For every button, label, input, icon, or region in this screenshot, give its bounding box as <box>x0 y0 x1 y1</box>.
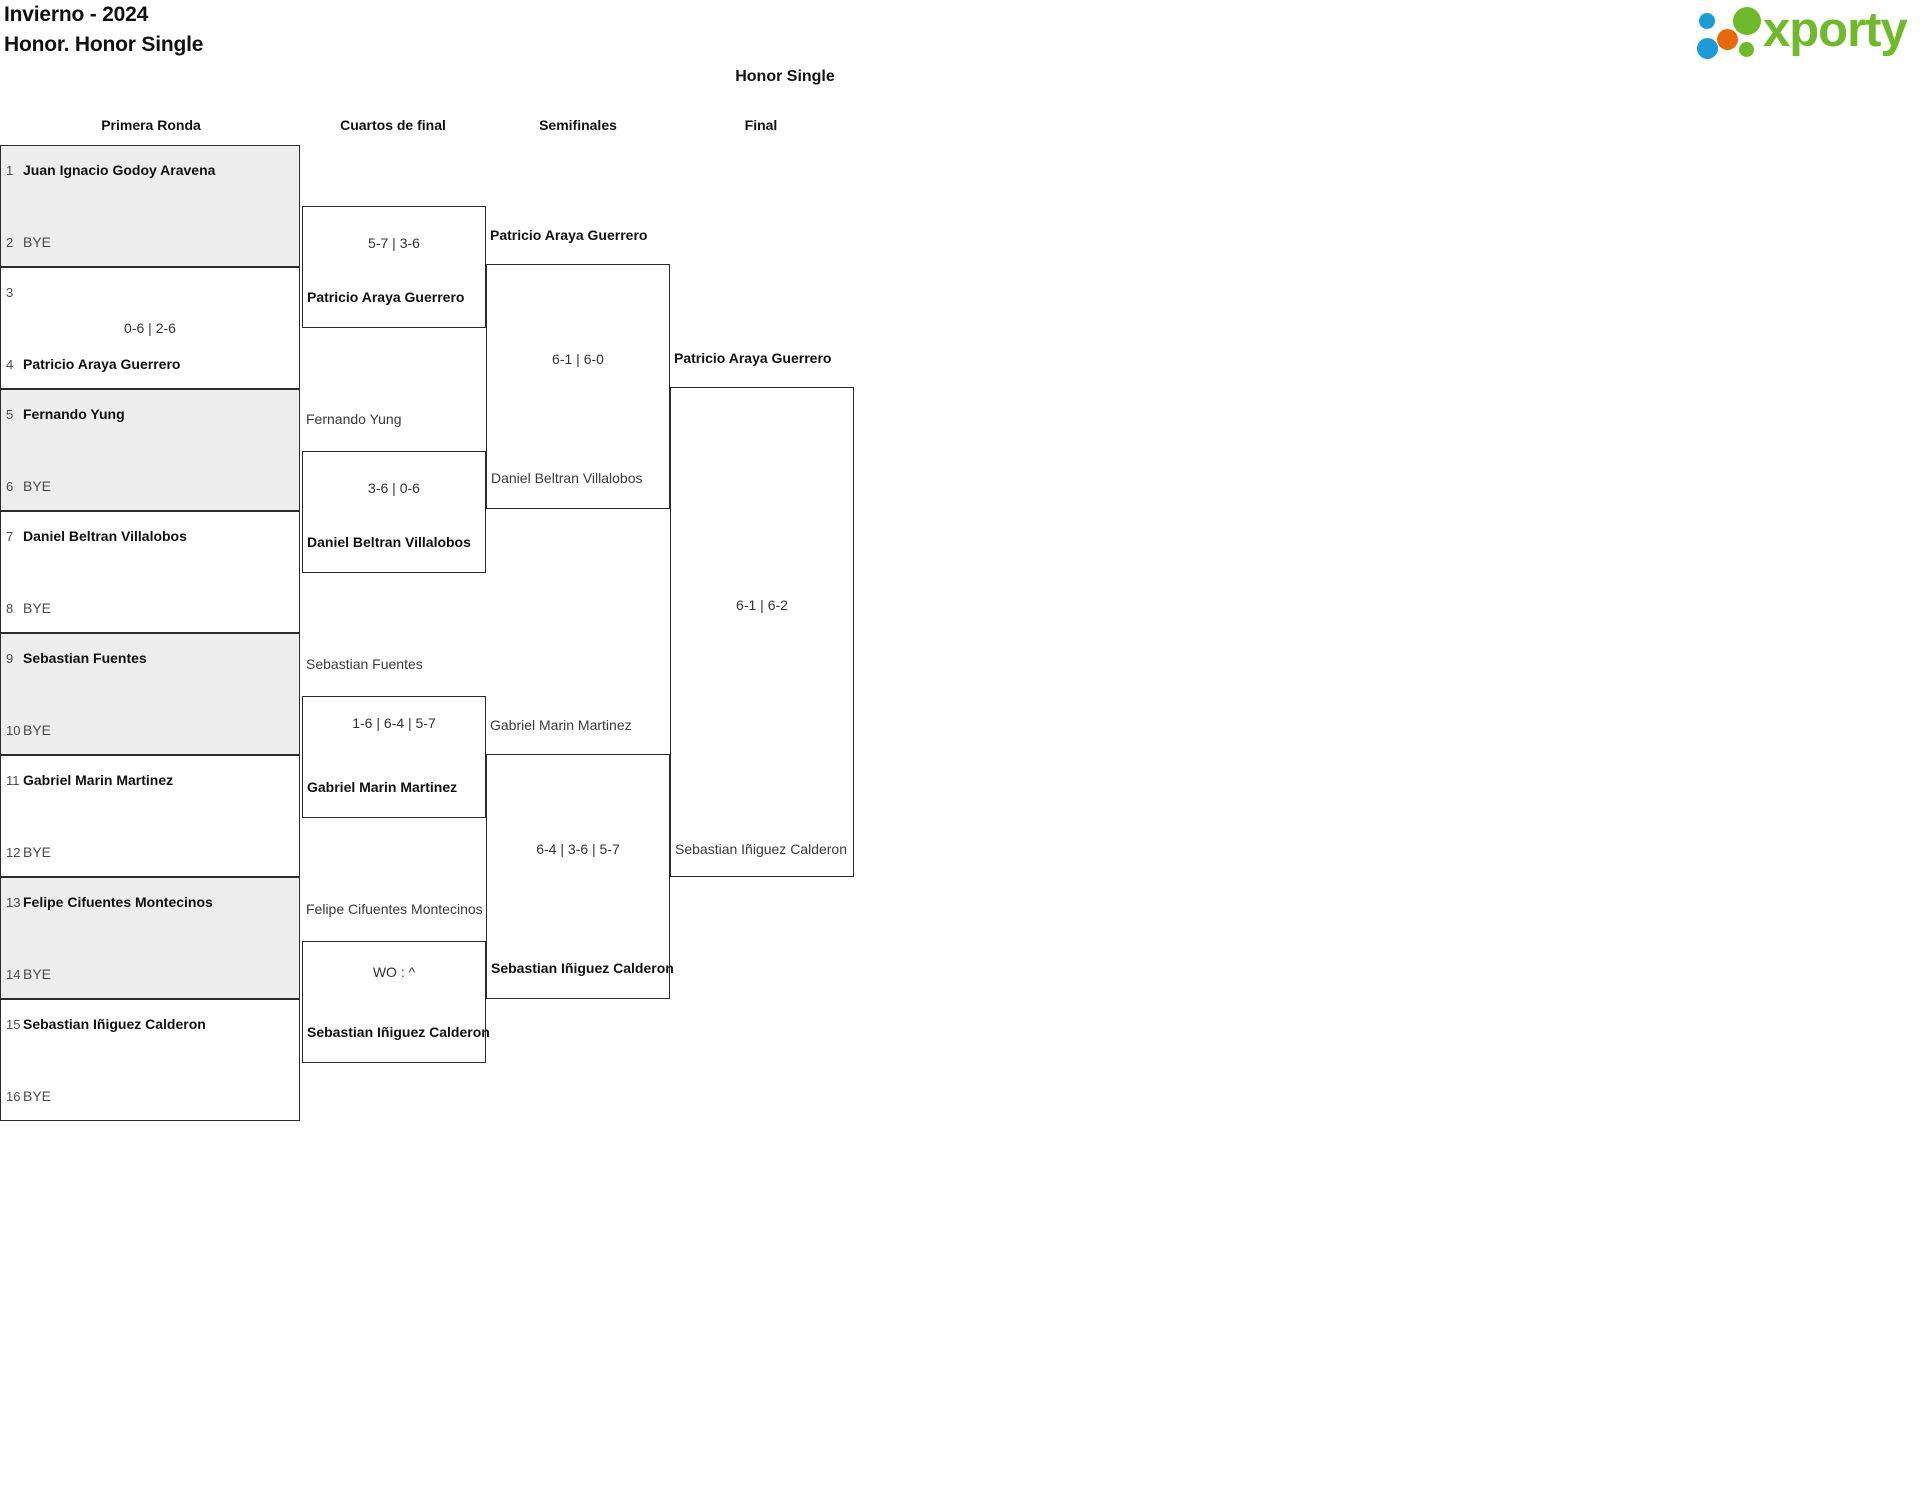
round-header-primera-ronda: Primera Ronda <box>101 117 201 133</box>
seed-number: 9 <box>6 650 14 666</box>
sf-winner: Sebastian Iñiguez Calderon <box>491 960 674 976</box>
logo-dot-blue-small <box>1699 13 1715 29</box>
r1-match-6[interactable]: 11 Gabriel Marin Martinez 12 BYE <box>0 755 300 877</box>
qf-match-2[interactable]: 3-6 | 0-6 Daniel Beltran Villalobos <box>302 451 486 573</box>
logo-dot-blue-large <box>1697 38 1718 59</box>
page-title: Invierno - 2024 Honor. Honor Single <box>4 0 203 60</box>
player-name: Sebastian Fuentes <box>23 650 147 666</box>
xporty-logo: xporty <box>1697 3 1912 59</box>
qf-score: WO : ^ <box>372 964 416 980</box>
qf-winner: Daniel Beltran Villalobos <box>307 534 471 550</box>
r1-match-4[interactable]: 7 Daniel Beltran Villalobos 8 BYE <box>0 511 300 633</box>
seed-number: 8 <box>6 600 14 616</box>
player-name: BYE <box>23 966 52 982</box>
qf-match-3[interactable]: 1-6 | 6-4 | 5-7 Gabriel Marin Martinez <box>302 696 486 818</box>
sf-loser: Daniel Beltran Villalobos <box>491 470 643 486</box>
tournament-season: Invierno - 2024 <box>4 3 149 26</box>
r1-slot-seed-3[interactable]: 3 <box>1 281 299 303</box>
player-name: Patricio Araya Guerrero <box>23 356 181 372</box>
r1-slot-seed-15[interactable]: 15 Sebastian Iñiguez Calderon <box>1 1013 299 1035</box>
r1-score: 0-6 | 2-6 <box>124 320 176 336</box>
sf-score: 6-4 | 3-6 | 5-7 <box>536 841 620 857</box>
seed-number: 4 <box>6 356 14 372</box>
seed-number: 13 <box>6 894 21 910</box>
player-name: BYE <box>23 1088 52 1104</box>
seed-number: 6 <box>6 478 14 494</box>
sf-match-1[interactable]: 6-1 | 6-0 Daniel Beltran Villalobos <box>486 264 670 509</box>
player-name: Daniel Beltran Villalobos <box>23 528 187 544</box>
seed-number: 1 <box>6 162 14 178</box>
logo-wordmark: xporty <box>1763 3 1908 57</box>
r1-slot-seed-12[interactable]: 12 BYE <box>1 841 299 863</box>
qf-winner: Patricio Araya Guerrero <box>307 289 465 305</box>
r1-slot-seed-1[interactable]: 1 Juan Ignacio Godoy Aravena <box>1 159 299 181</box>
logo-dot-orange <box>1717 29 1738 50</box>
r1-slot-seed-9[interactable]: 9 Sebastian Fuentes <box>1 647 299 669</box>
r1-match-3[interactable]: 5 Fernando Yung 6 BYE <box>0 389 300 511</box>
r1-slot-seed-5[interactable]: 5 Fernando Yung <box>1 403 299 425</box>
r1-slot-seed-2[interactable]: 2 BYE <box>1 231 299 253</box>
sf-match-2[interactable]: 6-4 | 3-6 | 5-7 Sebastian Iñiguez Calder… <box>486 754 674 999</box>
r1-slot-seed-13[interactable]: 13 Felipe Cifuentes Montecinos <box>1 891 299 913</box>
draw-title: Honor Single <box>735 68 835 85</box>
qf-winner: Gabriel Marin Martinez <box>307 779 458 795</box>
sf-score: 6-1 | 6-0 <box>552 351 604 367</box>
qf-loser-slot-2: Sebastian Fuentes <box>306 656 423 672</box>
r1-match-2[interactable]: 3 0-6 | 2-6 4 Patricio Araya Guerrero <box>0 267 300 389</box>
seed-number: 15 <box>6 1016 21 1032</box>
sf-advance-slot-2: Gabriel Marin Martinez <box>490 717 632 733</box>
champion-slot: Patricio Araya Guerrero <box>674 350 832 366</box>
seed-number: 12 <box>6 844 21 860</box>
qf-score: 1-6 | 6-4 | 5-7 <box>352 715 436 731</box>
r1-slot-seed-8[interactable]: 8 BYE <box>1 597 299 619</box>
final-match[interactable]: 6-1 | 6-2 Sebastian Iñiguez Calderon <box>670 387 854 877</box>
player-name: Juan Ignacio Godoy Aravena <box>23 162 216 178</box>
seed-number: 2 <box>6 234 14 250</box>
qf-match-1[interactable]: 5-7 | 3-6 Patricio Araya Guerrero <box>302 206 486 328</box>
r1-match-8[interactable]: 15 Sebastian Iñiguez Calderon 16 BYE <box>0 999 300 1121</box>
logo-dot-green-small <box>1739 42 1754 57</box>
player-name: BYE <box>23 844 52 860</box>
player-name: Fernando Yung <box>23 406 125 422</box>
r1-match-5[interactable]: 9 Sebastian Fuentes 10 BYE <box>0 633 300 755</box>
seed-number: 14 <box>6 966 21 982</box>
final-loser: Sebastian Iñiguez Calderon <box>675 841 848 857</box>
sf-advance-slot-1: Patricio Araya Guerrero <box>490 227 648 243</box>
seed-number: 10 <box>6 722 21 738</box>
seed-number: 3 <box>6 284 14 300</box>
r1-match-1[interactable]: 1 Juan Ignacio Godoy Aravena 2 BYE <box>0 145 300 267</box>
round-header-final: Final <box>744 117 778 133</box>
player-name: Sebastian Iñiguez Calderon <box>23 1016 206 1032</box>
qf-score: 3-6 | 0-6 <box>368 480 420 496</box>
seed-number: 5 <box>6 406 14 422</box>
r1-slot-seed-16[interactable]: 16 BYE <box>1 1085 299 1107</box>
r1-slot-seed-14[interactable]: 14 BYE <box>1 963 299 985</box>
player-name: Gabriel Marin Martinez <box>23 772 174 788</box>
r1-slot-seed-10[interactable]: 10 BYE <box>1 719 299 741</box>
logo-dot-green-large <box>1733 7 1761 35</box>
player-name: BYE <box>23 234 52 250</box>
player-name: BYE <box>23 478 52 494</box>
round-header-semifinales: Semifinales <box>539 117 617 133</box>
player-name: BYE <box>23 722 52 738</box>
r1-match-7[interactable]: 13 Felipe Cifuentes Montecinos 14 BYE <box>0 877 300 999</box>
qf-match-4[interactable]: WO : ^ Sebastian Iñiguez Calderon <box>302 941 490 1063</box>
qf-loser-slot-3: Felipe Cifuentes Montecinos <box>306 901 483 917</box>
r1-slot-seed-6[interactable]: 6 BYE <box>1 475 299 497</box>
seed-number: 7 <box>6 528 14 544</box>
final-score: 6-1 | 6-2 <box>736 597 788 613</box>
player-name: BYE <box>23 600 52 616</box>
r1-slot-seed-4[interactable]: 4 Patricio Araya Guerrero <box>1 353 299 375</box>
r1-slot-seed-11[interactable]: 11 Gabriel Marin Martinez <box>1 769 299 791</box>
seed-number: 16 <box>6 1088 21 1104</box>
tournament-category: Honor. Honor Single <box>4 33 204 56</box>
seed-number: 11 <box>6 772 20 788</box>
player-name: Felipe Cifuentes Montecinos <box>23 894 213 910</box>
r1-slot-seed-7[interactable]: 7 Daniel Beltran Villalobos <box>1 525 299 547</box>
qf-winner: Sebastian Iñiguez Calderon <box>307 1024 490 1040</box>
round-header-cuartos-de-final: Cuartos de final <box>340 117 446 133</box>
qf-score: 5-7 | 3-6 <box>368 235 420 251</box>
qf-loser-slot-1: Fernando Yung <box>306 411 402 427</box>
